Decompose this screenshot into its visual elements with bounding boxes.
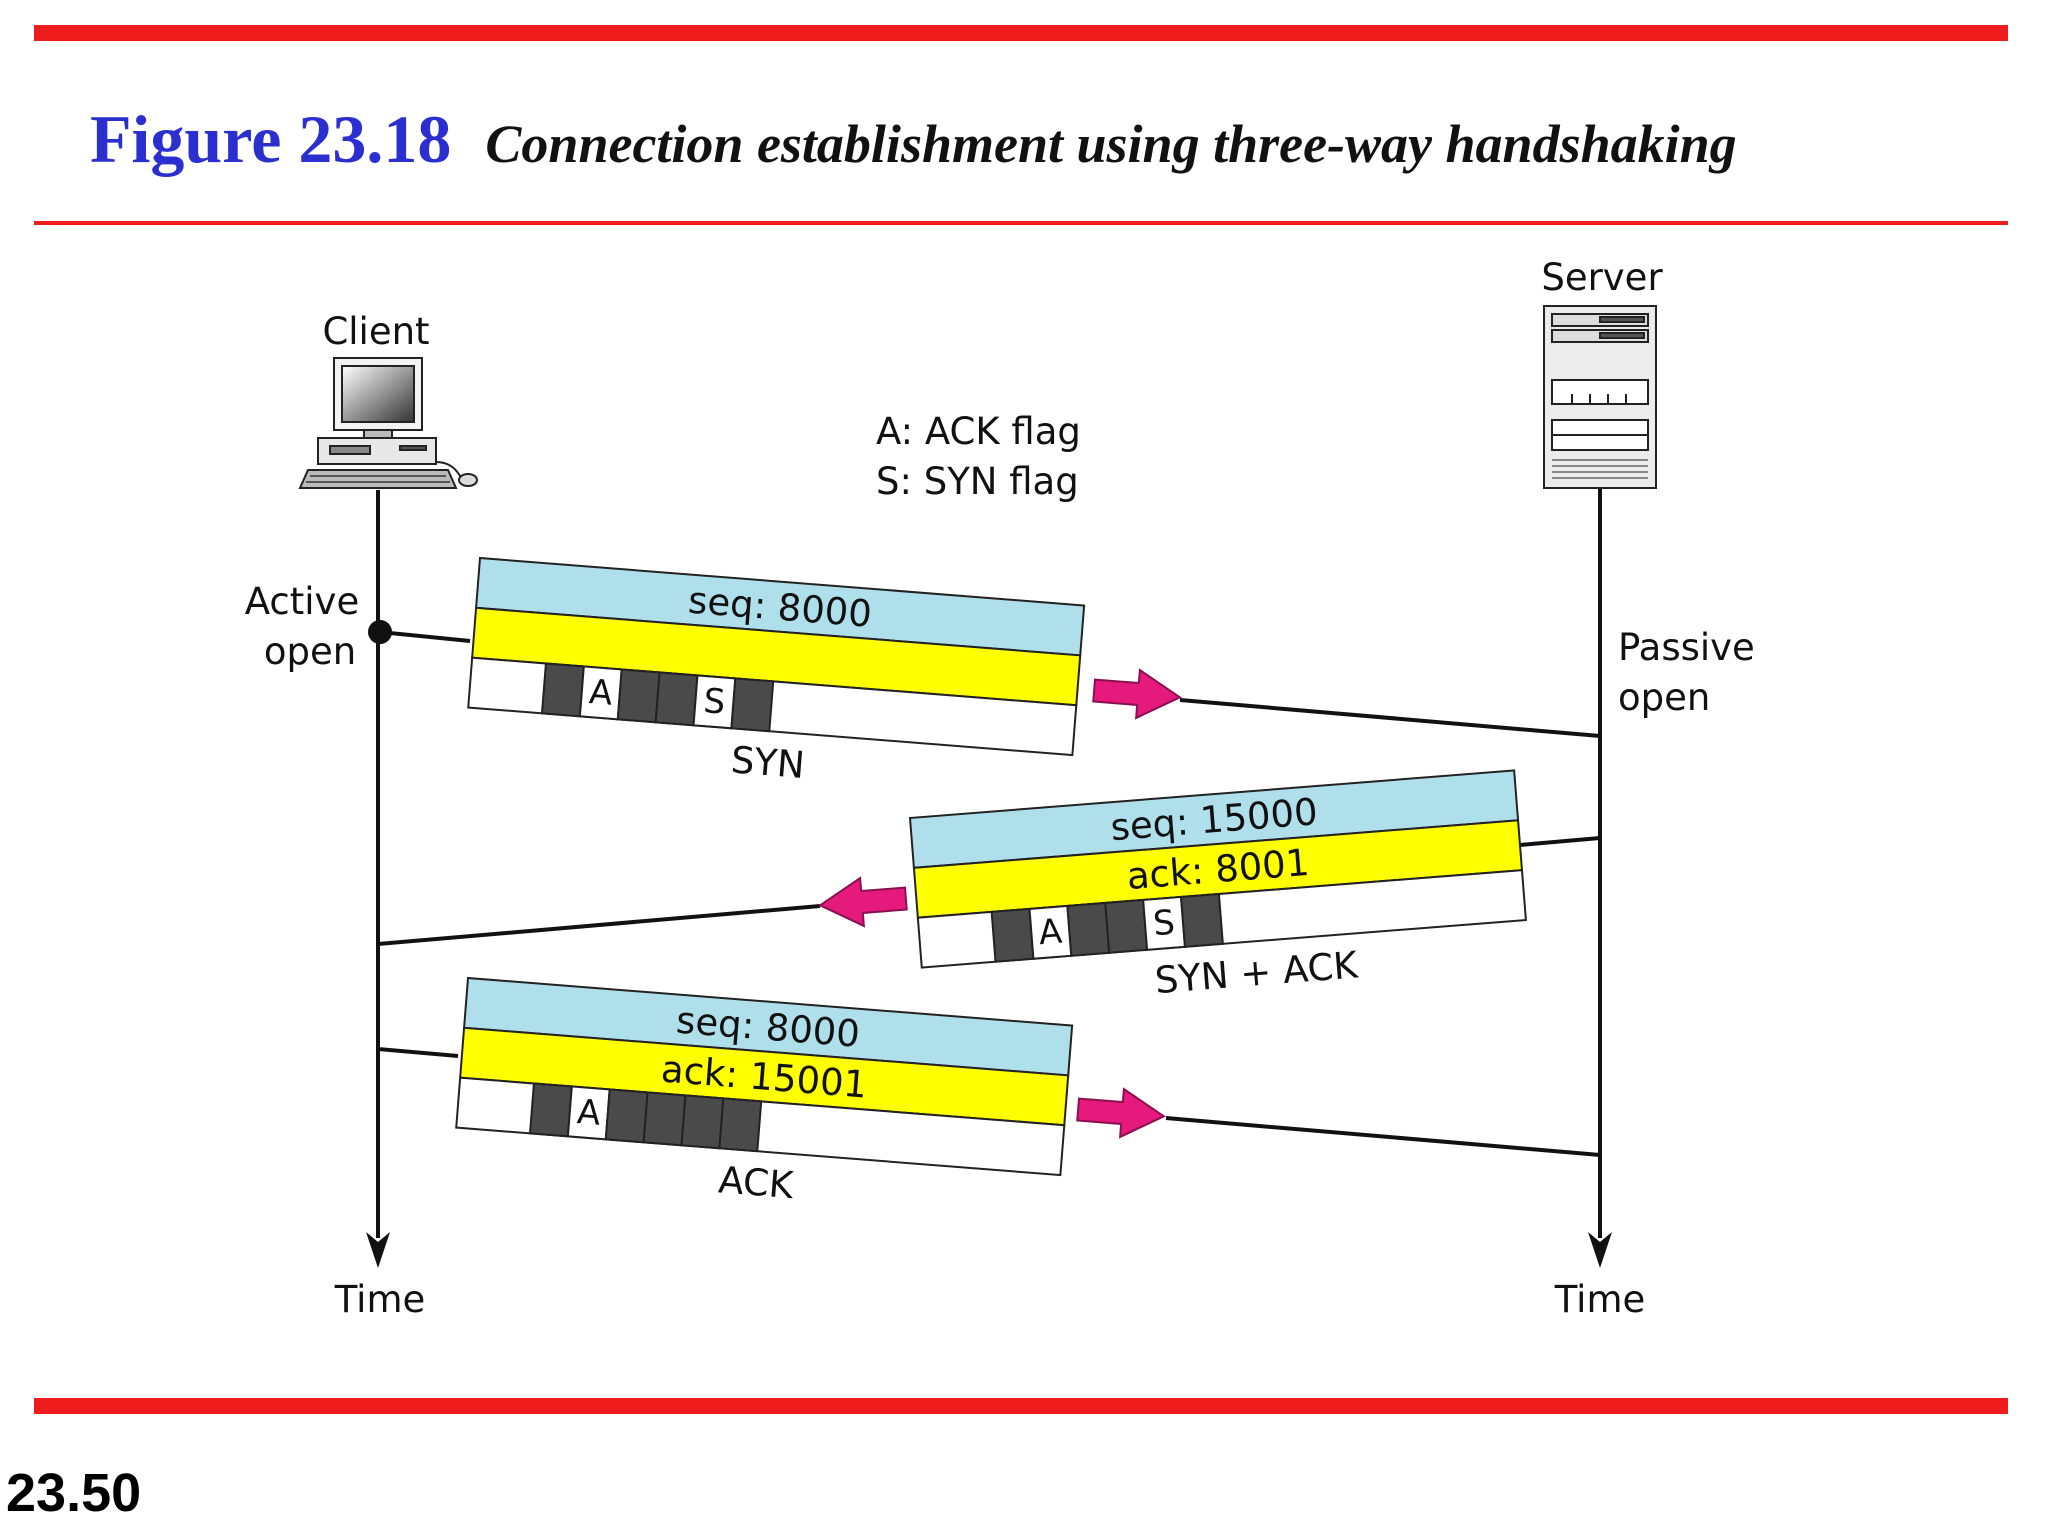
legend-syn-flag: S: SYN flag [876,460,1079,503]
server-timeline [1588,488,1612,1268]
syn-direction-arrow [1092,668,1182,720]
ack-direction-arrow [1076,1087,1166,1139]
figure-caption: Connection establishment using three-way… [485,114,1737,174]
ack-flag-a: A [576,1092,602,1134]
passive-open-label: open [1618,676,1710,719]
syn-flag-s: S [702,681,727,723]
syn-ack-segment: A S seq: 15000 ack: 8001 SYN + ACK [377,769,1601,1002]
client-timeline [366,490,390,1268]
passive-label: Passive [1618,626,1755,669]
legend-ack-flag: A: ACK flag [876,410,1081,453]
syn-ack-flag-s: S [1152,903,1177,945]
title-underline [34,221,2008,225]
server-icon [1543,305,1657,489]
open-label: open [264,630,356,673]
client-label: Client [322,310,429,353]
server-time-label: Time [1554,1278,1646,1321]
syn-name: SYN [729,738,806,787]
syn-ack-direction-arrow [818,876,908,928]
ack-name: ACK [717,1158,797,1207]
syn-segment: A S seq: 8000 SYN [379,556,1601,787]
figure-title: Figure 23.18 Connection establishment usi… [90,100,1737,179]
top-rule [34,25,2008,41]
syn-ack-name: SYN + ACK [1153,943,1361,1002]
bottom-rule [34,1398,2008,1414]
syn-flag-a: A [588,672,614,714]
ack-segment: A seq: 8000 ack: 15001 ACK [377,976,1601,1207]
active-label: Active [245,580,359,623]
client-time-label: Time [334,1278,426,1321]
syn-ack-flag-a: A [1037,911,1063,953]
figure-number: Figure 23.18 [90,101,452,177]
server-label: Server [1541,256,1663,299]
slide-number: 23.50 [6,1463,142,1523]
client-computer-icon [298,357,478,489]
